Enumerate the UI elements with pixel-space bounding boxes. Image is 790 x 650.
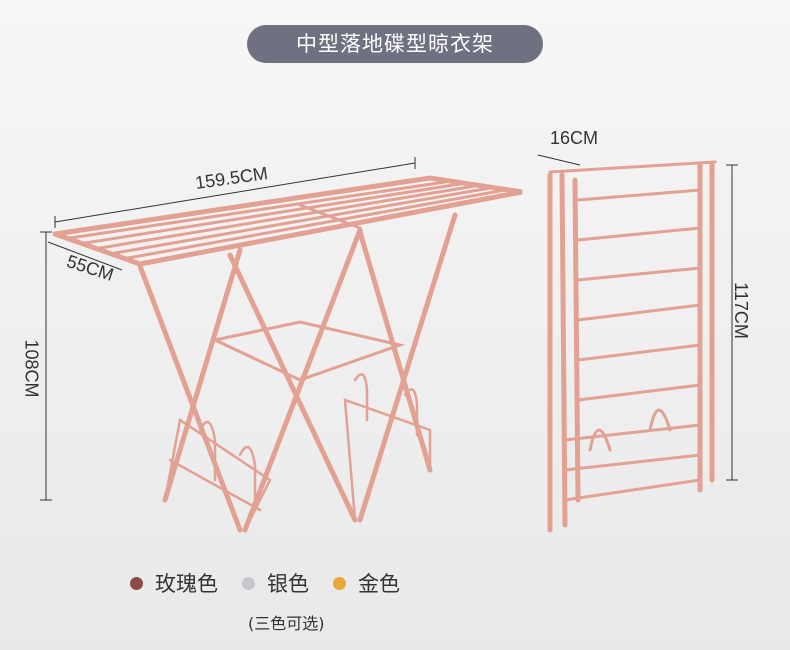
color-note: (三色可选)	[248, 614, 325, 633]
rose-swatch-icon	[130, 576, 143, 590]
silver-swatch-icon	[242, 576, 255, 590]
folded-depth-label: 16CM	[550, 128, 599, 148]
folded-height-label: 117CM	[730, 282, 751, 339]
color-options: 玫瑰色 银色 金色	[130, 568, 424, 598]
color-label: 银色	[267, 572, 309, 596]
color-option-silver[interactable]: 银色	[242, 568, 309, 598]
color-label: 玫瑰色	[155, 572, 218, 596]
open-drying-rack	[52, 175, 523, 533]
color-label: 金色	[358, 572, 400, 596]
folded-drying-rack	[547, 160, 717, 533]
color-option-rose[interactable]: 玫瑰色	[130, 568, 218, 598]
height-label: 108CM	[21, 339, 42, 398]
dimension-lines	[40, 154, 738, 501]
color-option-gold[interactable]: 金色	[333, 568, 400, 598]
title-banner: 中型落地碟型晾衣架	[247, 25, 543, 63]
gold-swatch-icon	[333, 576, 346, 590]
